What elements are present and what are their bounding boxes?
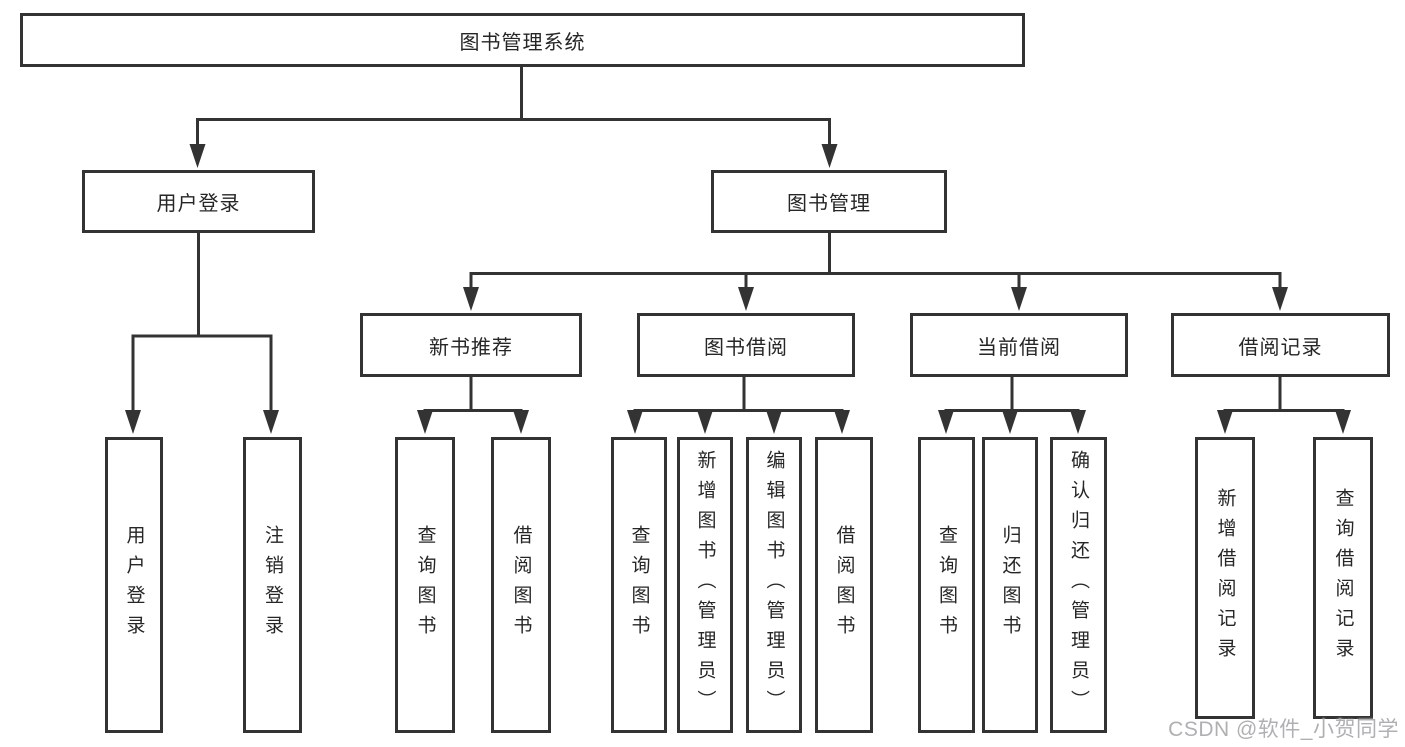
leaf-borrow-books: 借阅图书 <box>815 437 873 733</box>
watermark: CSDN @软件_小贺同学 <box>1168 718 1399 741</box>
leaf-query-books-borrow: 查询图书 <box>611 437 667 733</box>
leaf-borrow-books-recommend: 借阅图书 <box>491 437 551 733</box>
leaf-logout: 注销登录 <box>243 437 302 733</box>
leaf-add-borrow-record: 新增借阅记录 <box>1195 437 1255 719</box>
leaf-query-books-current: 查询图书 <box>918 437 975 733</box>
leaf-query-borrow-record: 查询借阅记录 <box>1313 437 1373 719</box>
leaf-add-books-admin: 新增图书（管理员） <box>677 437 733 733</box>
node-book-management: 图书管理 <box>711 170 947 233</box>
leaf-return-books: 归还图书 <box>982 437 1038 733</box>
node-current-borrow: 当前借阅 <box>910 313 1128 377</box>
node-root: 图书管理系统 <box>20 13 1025 67</box>
node-user-login: 用户登录 <box>82 170 315 233</box>
leaf-user-login: 用户登录 <box>105 437 163 733</box>
leaf-edit-books-admin: 编辑图书（管理员） <box>746 437 802 733</box>
leaf-confirm-return-admin: 确认归还（管理员） <box>1050 437 1107 733</box>
node-new-book-recommend: 新书推荐 <box>360 313 582 377</box>
node-book-borrow: 图书借阅 <box>637 313 855 377</box>
leaf-query-books-recommend: 查询图书 <box>395 437 455 733</box>
arrowhead-icons <box>125 144 1351 434</box>
node-borrow-records: 借阅记录 <box>1171 313 1390 377</box>
